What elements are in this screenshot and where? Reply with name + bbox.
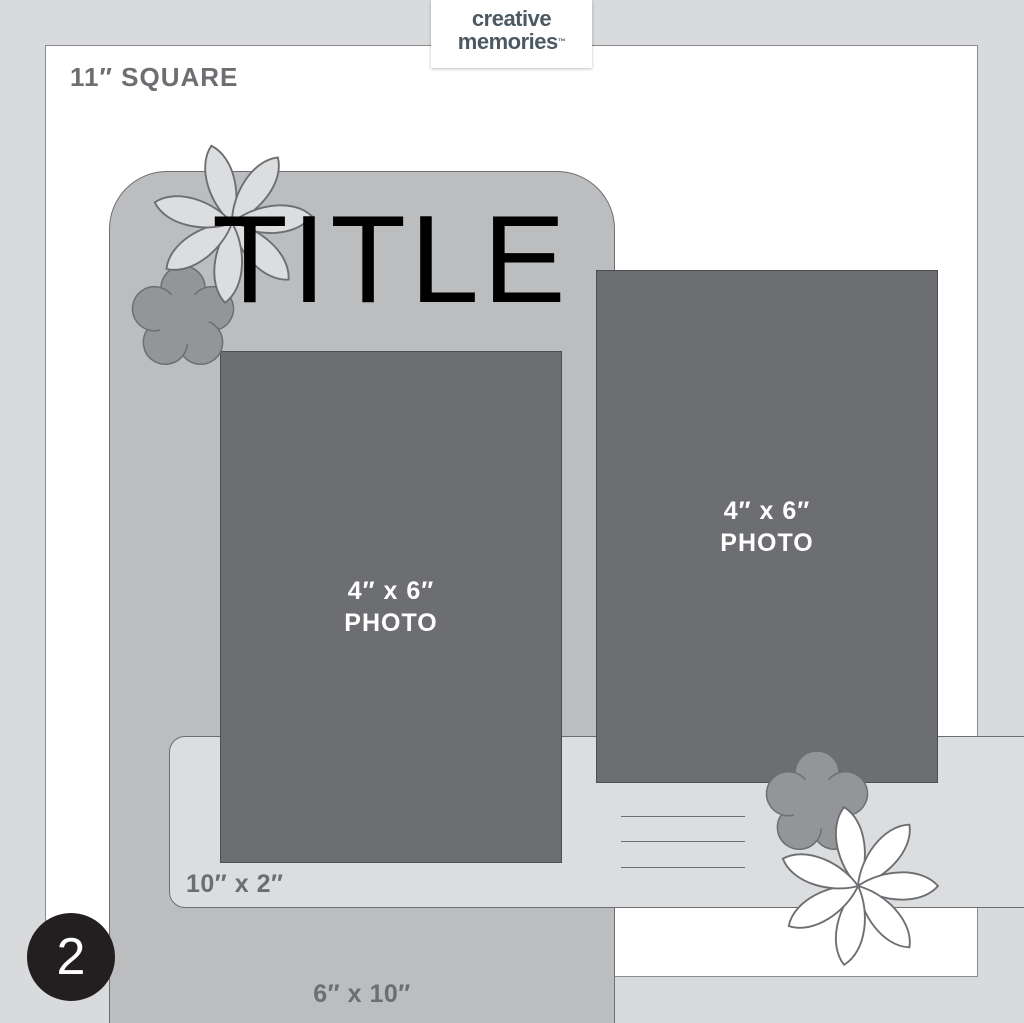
journal-line (621, 867, 745, 868)
logo-line-2: memories™ (431, 30, 592, 54)
title-placeholder: TITLE (212, 191, 570, 329)
photo-slot-right: 4″ x 6″ PHOTO (596, 270, 938, 783)
flower-dark-icon (125, 265, 241, 374)
layout-number-badge: 2 (27, 913, 115, 1001)
photo-size-label: 4″ x 6″ (723, 496, 811, 525)
creative-memories-logo: creative memories™ (431, 0, 592, 68)
logo-trademark: ™ (557, 37, 566, 46)
journal-line (621, 841, 745, 842)
mat-size-label: 6″ x 10″ (313, 980, 411, 1008)
page-size-label: 11″ SQUARE (70, 62, 239, 92)
logo-line-1: creative (471, 6, 552, 31)
photo-label: PHOTO (720, 528, 814, 557)
photo-label: PHOTO (344, 609, 438, 637)
strip-size-label: 10″ x 2″ (186, 870, 284, 898)
photo-slot-left: 4″ x 6″ PHOTO (220, 351, 562, 863)
journal-line (621, 816, 745, 817)
photo-size-label: 4″ x 6″ (347, 577, 435, 605)
logo-word: memories (457, 29, 558, 54)
flower-dark-icon (759, 750, 875, 859)
